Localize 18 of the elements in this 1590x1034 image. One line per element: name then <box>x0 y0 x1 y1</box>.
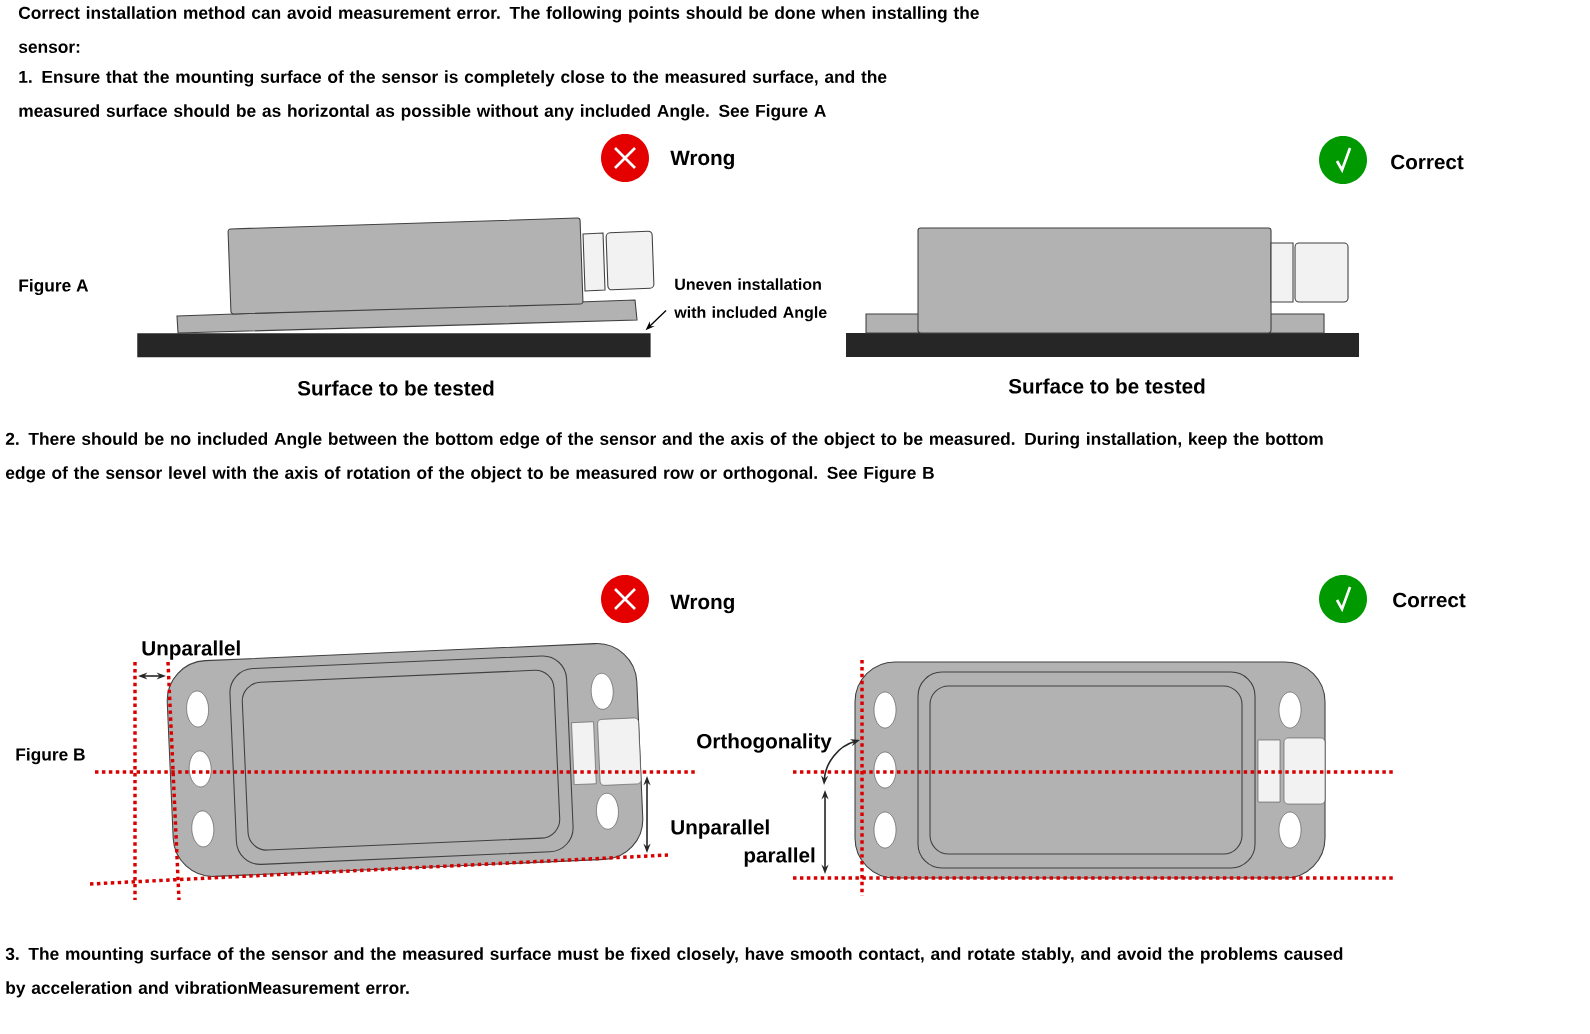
status-label: Correct <box>1393 592 1466 608</box>
annotation-label: Unparallel <box>671 819 769 839</box>
instruction-text: 2. There should be no included Angle between the bottom edge of the sensor and the axis of the object to be measured. During installation, keep the bottom edge of the sensor level with the axis of rotation of the object to be measured row or orthogonal. See Figure B <box>5 432 1323 483</box>
instruction-text: Correct installation method can avoid measurement error. The following points should be done when installing the sensor: <box>18 6 979 53</box>
figure-label: Figure B <box>16 747 85 765</box>
status-label: Wrong <box>670 594 734 614</box>
annotation-label: Orthogonality <box>697 733 832 753</box>
surface-label: Surface to be tested <box>1008 378 1205 394</box>
status-label: Wrong <box>670 150 734 170</box>
status-label: Correct <box>1391 154 1464 170</box>
surface-plate <box>137 333 651 358</box>
surface-label: Surface to be tested <box>297 380 494 396</box>
annotation-label: parallel <box>744 847 815 867</box>
annotation-text: Uneven installation with included Angle <box>674 278 827 322</box>
annotation-label: Unparallel <box>142 640 240 660</box>
instruction-text: 1. Ensure that the mounting surface of the sensor is completely close to the measured surface, and the measured surface should be as horizontal as possible without any included Angle. See Figure A <box>19 70 887 121</box>
instruction-text: 3. The mounting surface of the sensor and the measured surface must be fixed closely, have smooth contact, and rotate stably, and avoid the problems caused by acceleration and vibrationMeasurement error. <box>5 947 1343 998</box>
figure-label: Figure A <box>19 278 89 296</box>
